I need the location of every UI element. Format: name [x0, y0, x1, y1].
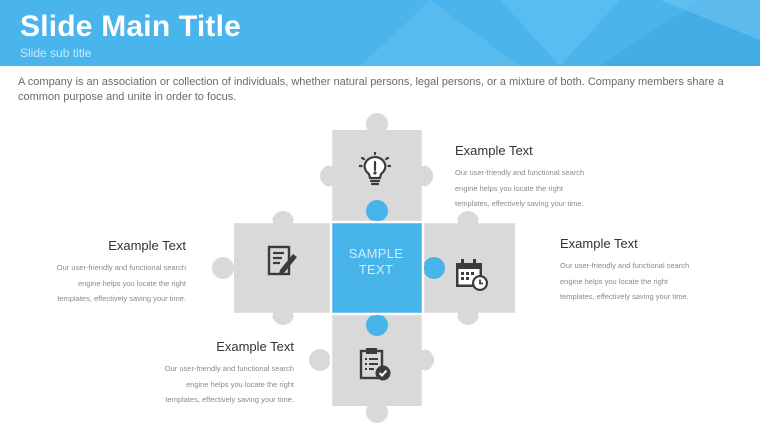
center-label: SAMPLE TEXT	[330, 246, 422, 278]
block-body: Our user-friendly and functional search …	[36, 260, 186, 307]
block-line: templates, effectively saving your time.	[455, 199, 584, 208]
block-line: engine helps you locate the right	[455, 183, 563, 193]
block-line: templates, effectively saving your time.	[57, 294, 186, 303]
calendar-clock-icon	[456, 259, 488, 291]
document-edit-icon	[267, 245, 297, 276]
clipboard-check-icon	[359, 348, 391, 381]
block-line: engine helps you locate the right	[186, 379, 294, 389]
header-bar: Slide Main Title Slide sub title	[0, 0, 760, 66]
text-block-right: Example Text Our user-friendly and funct…	[560, 236, 689, 305]
block-title: Example Text	[560, 236, 638, 251]
block-line: Our user-friendly and functional search	[56, 263, 186, 272]
block-title: Example Text	[455, 143, 533, 158]
block-line: templates, effectively saving your time.	[165, 395, 294, 404]
block-body: Our user-friendly and functional search …	[144, 361, 294, 408]
center-label-line1: SAMPLE	[348, 246, 404, 261]
block-body: Our user-friendly and functional search …	[455, 165, 584, 212]
block-line: templates, effectively saving your time.	[560, 292, 689, 301]
block-title: Example Text	[108, 238, 186, 253]
block-line: Our user-friendly and functional search	[560, 261, 690, 270]
text-block-left: Example Text Our user-friendly and funct…	[36, 238, 186, 307]
block-line: Our user-friendly and functional search	[455, 168, 585, 177]
lightbulb-icon	[359, 152, 391, 186]
page-title: Slide Main Title	[20, 10, 242, 43]
text-block-bottom: Example Text Our user-friendly and funct…	[144, 339, 294, 408]
page-subtitle: Slide sub title	[20, 46, 92, 60]
center-label-line2: TEXT	[358, 262, 394, 277]
block-line: engine helps you locate the right	[560, 276, 668, 286]
block-line: engine helps you locate the right	[78, 278, 186, 288]
block-title: Example Text	[216, 339, 294, 354]
block-body: Our user-friendly and functional search …	[560, 258, 689, 305]
block-line: Our user-friendly and functional search	[164, 364, 294, 373]
header-decoration	[360, 0, 760, 66]
text-block-top: Example Text Our user-friendly and funct…	[455, 143, 584, 212]
intro-text: A company is an association or collectio…	[18, 76, 724, 103]
